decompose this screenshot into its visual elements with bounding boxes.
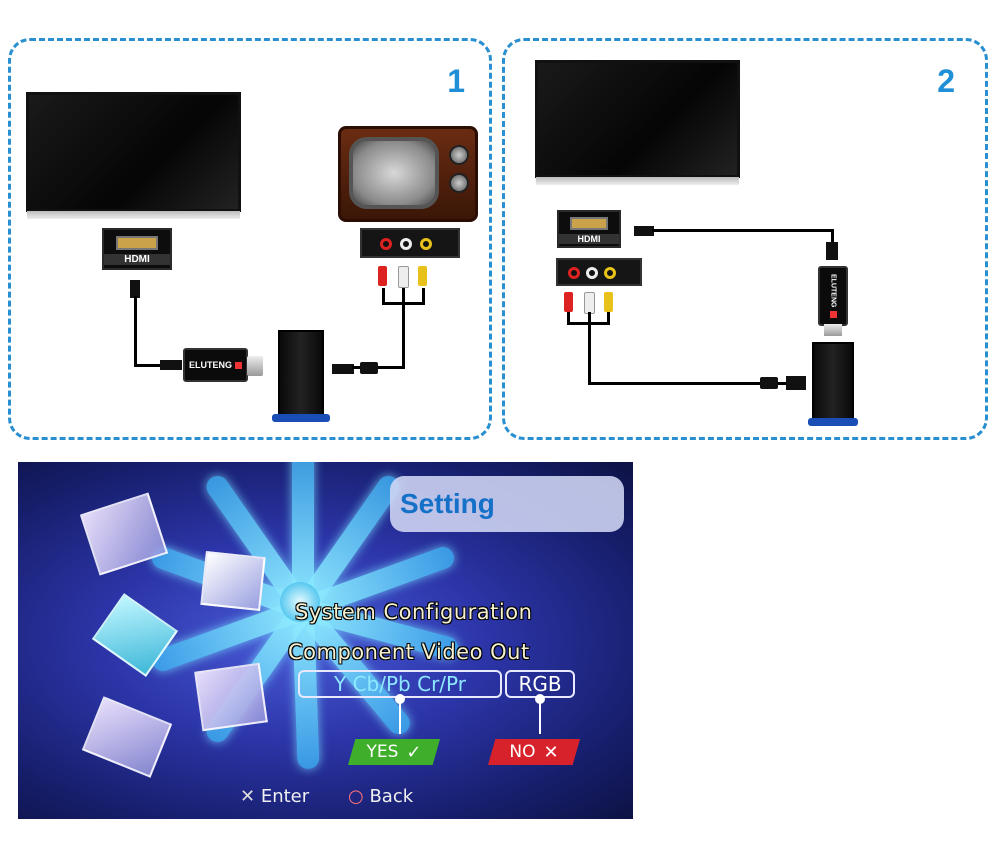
hdmi-port-box: HDMI — [102, 228, 172, 270]
no-label: NO — [509, 742, 535, 762]
red-rca-plug — [378, 266, 387, 286]
enter-hint: ✕ Enter — [240, 786, 309, 807]
option-title: Component Video Out — [288, 640, 530, 664]
circle-button-icon: ○ — [348, 786, 364, 807]
game-console — [278, 330, 324, 420]
crystal-cube — [200, 551, 265, 611]
hdmi-converter: ELUTENG — [183, 348, 248, 382]
hdtv — [26, 92, 241, 212]
av-cable — [588, 382, 788, 385]
red-jack-icon — [380, 238, 392, 250]
enter-label: Enter — [261, 786, 309, 807]
hdmi-cable — [134, 296, 137, 366]
crt-television — [338, 126, 478, 222]
yes-label: YES — [366, 742, 398, 762]
converter-plug — [824, 324, 842, 336]
white-jack-icon — [586, 267, 598, 279]
game-console — [812, 342, 854, 422]
connector-dot — [535, 694, 545, 704]
hdtv — [535, 60, 740, 178]
av-cable — [760, 377, 778, 389]
white-rca-plug — [584, 292, 595, 314]
yellow-jack-icon — [604, 267, 616, 279]
knob-icon — [449, 173, 469, 193]
hdmi-port-icon — [116, 236, 158, 250]
av-cable — [786, 376, 806, 390]
converter-plug — [247, 356, 263, 376]
yellow-rca-plug — [604, 292, 613, 312]
connector-dot — [395, 694, 405, 704]
yellow-jack-icon — [420, 238, 432, 250]
x-icon: ✕ — [544, 742, 559, 763]
hdmi-converter: ELUTENG — [818, 266, 848, 326]
yes-button[interactable]: YES ✓ — [348, 739, 440, 765]
red-jack-icon — [568, 267, 580, 279]
white-rca-plug — [398, 266, 409, 288]
cross-button-icon: ✕ — [240, 786, 255, 807]
red-rca-plug — [564, 292, 573, 312]
crystal-cube — [194, 663, 268, 732]
back-label: Back — [369, 786, 413, 807]
panel-number: 2 — [937, 63, 955, 100]
av-cable — [332, 364, 354, 374]
yellow-rca-plug — [418, 266, 427, 286]
knob-icon — [449, 145, 469, 165]
hdmi-label: HDMI — [104, 254, 170, 265]
back-hint: ○ Back — [348, 786, 413, 807]
hdmi-cable — [652, 229, 834, 232]
crt-screen — [349, 137, 439, 209]
hdmi-cable — [831, 229, 834, 243]
console-settings-screen: Setting System Configuration Component V… — [18, 462, 633, 819]
menu-title: System Configuration — [295, 600, 532, 624]
av-input-box — [360, 228, 460, 258]
hdmi-cable — [826, 242, 838, 260]
crystal-cube — [82, 696, 172, 777]
hdmi-port-icon — [570, 217, 608, 230]
av-cable — [588, 312, 591, 384]
hdmi-cable — [160, 360, 182, 370]
setting-title: Setting — [400, 488, 495, 520]
no-button[interactable]: NO ✕ — [488, 739, 580, 765]
hdmi-port-box: HDMI — [557, 210, 621, 248]
brand-logo-icon — [235, 362, 242, 369]
panel-number: 1 — [447, 63, 465, 100]
checkmark-icon: ✓ — [406, 742, 421, 763]
converter-brand: ELUTENG — [830, 274, 837, 307]
av-input-box — [556, 258, 642, 286]
setting-header: Setting — [390, 476, 624, 532]
console-stand — [272, 414, 330, 422]
converter-brand: ELUTENG — [189, 360, 232, 370]
console-stand — [808, 418, 858, 426]
av-cable — [402, 288, 405, 369]
white-jack-icon — [400, 238, 412, 250]
av-cable — [360, 362, 378, 374]
brand-logo-icon — [830, 311, 837, 318]
av-cable — [382, 302, 425, 305]
hdmi-label: HDMI — [559, 234, 619, 244]
hdmi-cable — [634, 226, 654, 236]
